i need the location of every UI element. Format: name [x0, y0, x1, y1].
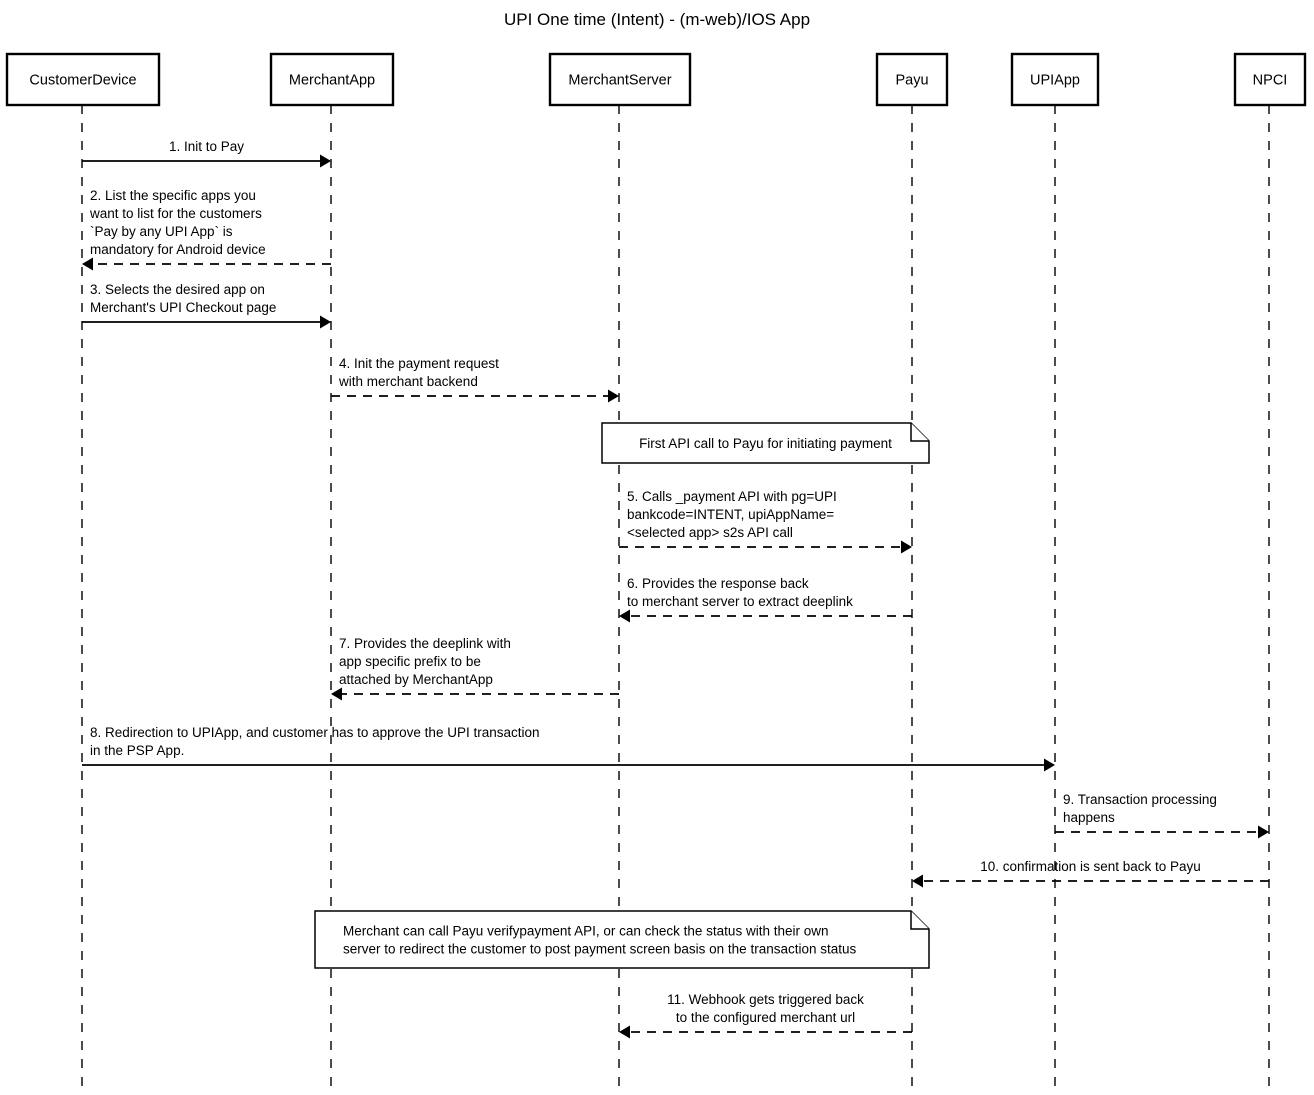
- message-11[interactable]: 11. Webhook gets triggered back to the co…: [619, 992, 912, 1039]
- message-label-2: want to list for the customers: [89, 206, 262, 221]
- note-first-api-call-text: First API call to Payu for initiating pa…: [639, 436, 892, 451]
- participant-box-upi-app: [1010, 52, 1100, 107]
- message-9[interactable]: 9. Transaction processing happens: [1055, 792, 1269, 839]
- message-label-8: in the PSP App.: [90, 743, 184, 758]
- participant-label-npci: NPCI: [1253, 73, 1288, 89]
- participant-merchant-app[interactable]: MerchantApp: [269, 52, 395, 107]
- message-label-9: happens: [1063, 810, 1115, 825]
- message-label-2: mandatory for Android device: [90, 242, 266, 257]
- message-2[interactable]: 2. List the specific apps you want to lis…: [82, 188, 331, 271]
- participant-payu[interactable]: Payu: [875, 52, 949, 107]
- message-label-8: 8. Redirection to UPIApp, and customer h…: [90, 725, 540, 740]
- message-3[interactable]: 3. Selects the desired app on Merchant's …: [82, 282, 331, 329]
- message-arrowhead-3: [320, 315, 331, 329]
- message-arrowhead-2: [82, 257, 93, 271]
- message-label-11: to the configured merchant url: [676, 1010, 855, 1025]
- message-label-3: Merchant's UPI Checkout page: [90, 300, 276, 315]
- message-arrowhead-5: [901, 540, 912, 554]
- participant-customer-device[interactable]: CustomerDevice: [5, 52, 161, 107]
- message-label-6: 6. Provides the response back: [627, 576, 809, 591]
- message-label-9: 9. Transaction processing: [1063, 792, 1217, 807]
- message-arrowhead-11: [619, 1025, 630, 1039]
- message-label-2: `Pay by any UPI App` is: [90, 224, 233, 239]
- message-label-5: <selected app> s2s API call: [627, 525, 793, 540]
- message-label-1: 1. Init to Pay: [169, 139, 244, 154]
- message-label-7: app specific prefix to be: [339, 654, 481, 669]
- participant-upi-app[interactable]: UPIApp: [1010, 52, 1100, 107]
- participant-label-payu: Payu: [895, 73, 928, 89]
- note-first-api-call: First API call to Payu for initiating pa…: [601, 422, 930, 464]
- participant-label-merchant-server: MerchantServer: [568, 73, 671, 89]
- message-arrowhead-4: [608, 389, 619, 403]
- message-label-11: 11. Webhook gets triggered back: [667, 992, 864, 1007]
- message-label-4: with merchant backend: [338, 374, 478, 389]
- message-label-6: to merchant server to extract deeplink: [627, 594, 853, 609]
- note-verifypayment-fold-icon: [910, 911, 929, 930]
- message-label-3: 3. Selects the desired app on: [90, 282, 265, 297]
- participant-label-merchant-app: MerchantApp: [289, 73, 375, 89]
- message-8[interactable]: 8. Redirection to UPIApp, and customer h…: [82, 725, 1055, 772]
- note-verifypayment: Merchant can call Payu verifypayment API…: [314, 910, 930, 969]
- messages-layer: 1. Init to Pay 2. List the specific apps …: [82, 139, 1269, 1039]
- note-verifypayment-text: server to redirect the customer to post …: [343, 942, 857, 957]
- note-verifypayment-body: [314, 910, 930, 969]
- message-7[interactable]: 7. Provides the deeplink with app specifi…: [331, 636, 619, 701]
- note-verifypayment-text: Merchant can call Payu verifypayment API…: [343, 924, 828, 939]
- message-label-5: 5. Calls _payment API with pg=UPI: [627, 489, 837, 504]
- message-5[interactable]: 5. Calls _payment API with pg=UPI bankcod…: [619, 489, 912, 554]
- message-label-10: 10. confirmation is sent back to Payu: [980, 859, 1201, 874]
- message-arrowhead-6: [619, 609, 630, 623]
- message-arrowhead-1: [320, 154, 331, 168]
- message-arrowhead-8: [1044, 758, 1055, 772]
- participant-label-upi-app: UPIApp: [1030, 73, 1080, 89]
- notes-layer: First API call to Payu for initiating pa…: [314, 422, 930, 969]
- message-label-5: bankcode=INTENT, upiAppName=: [627, 507, 834, 522]
- message-label-7: 7. Provides the deeplink with: [339, 636, 511, 651]
- message-arrowhead-9: [1258, 825, 1269, 839]
- participant-box-payu: [875, 52, 949, 107]
- message-label-7: attached by MerchantApp: [339, 672, 493, 687]
- participant-merchant-server[interactable]: MerchantServer: [548, 52, 692, 107]
- message-label-2: 2. List the specific apps you: [90, 188, 256, 203]
- participant-npci[interactable]: NPCI: [1233, 52, 1307, 107]
- message-label-4: 4. Init the payment request: [339, 356, 499, 371]
- participant-box-npci: [1233, 52, 1307, 107]
- message-10[interactable]: 10. confirmation is sent back to Payu: [912, 859, 1269, 888]
- participant-box-merchant-app: [269, 52, 395, 107]
- message-6[interactable]: 6. Provides the response back to merchant…: [619, 576, 912, 623]
- message-arrowhead-7: [331, 687, 342, 701]
- message-4[interactable]: 4. Init the payment request with merchant…: [331, 356, 619, 403]
- participant-box-merchant-server: [548, 52, 692, 107]
- lifelines-layer: [81, 105, 1270, 1095]
- participant-label-customer-device: CustomerDevice: [29, 73, 136, 89]
- note-first-api-call-body: [601, 422, 930, 464]
- note-first-api-call-fold-icon: [910, 423, 929, 442]
- message-1[interactable]: 1. Init to Pay: [82, 139, 331, 168]
- message-arrowhead-10: [912, 874, 923, 888]
- participant-box-customer-device: [5, 52, 161, 107]
- diagram-title: UPI One time (Intent) - (m-web)/IOS App: [504, 10, 810, 29]
- participants-layer: CustomerDevice MerchantApp MerchantServer P…: [5, 52, 1307, 107]
